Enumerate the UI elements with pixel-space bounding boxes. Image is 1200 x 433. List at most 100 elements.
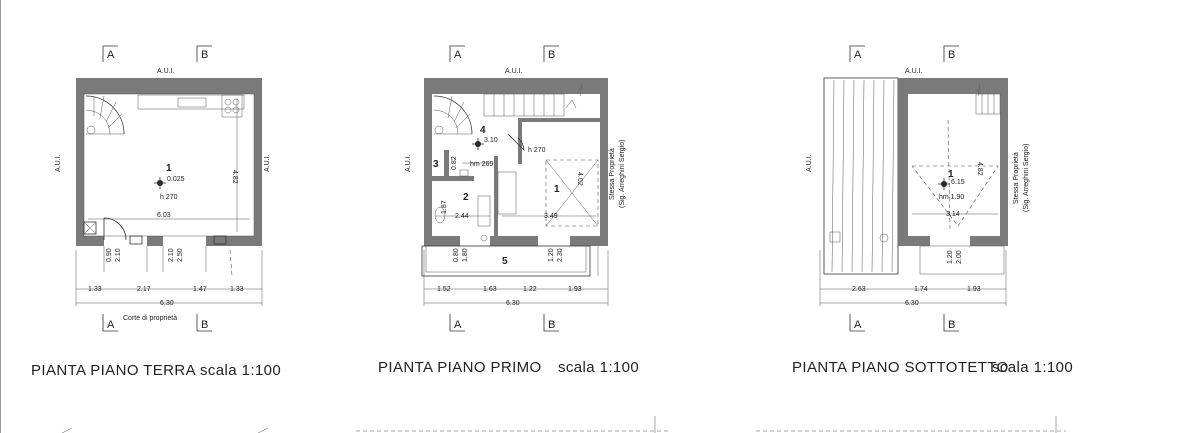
room-height: h 270 xyxy=(160,194,178,201)
walls xyxy=(424,78,608,246)
window-dim: 1.20 xyxy=(548,248,555,262)
section-marker-b-top: B xyxy=(543,45,559,62)
owner-label: (Sig. Arreghini Sergio) xyxy=(619,140,626,208)
room-outline xyxy=(83,93,255,237)
straight-stair xyxy=(483,83,583,117)
elevation-marker xyxy=(154,177,166,189)
aui-label-left: A.U.I. xyxy=(55,154,62,172)
roof-slope-outline xyxy=(911,165,999,227)
vent-icon xyxy=(213,235,227,245)
walls xyxy=(76,78,262,246)
window-dim: 0.90 xyxy=(106,248,113,262)
svg-text:B: B xyxy=(948,49,955,61)
room-number-1: 1 xyxy=(166,163,172,174)
svg-text:B: B xyxy=(201,49,208,61)
section-marker-a-bottom: A xyxy=(102,314,118,332)
dim-187: 1.87 xyxy=(441,200,448,214)
svg-text:A: A xyxy=(454,49,462,61)
plan-primo: A B A.U.I. A.U.I. xyxy=(378,45,639,376)
room-height-hm: hm 1.90 xyxy=(939,194,964,201)
elevation-value: 6.15 xyxy=(951,179,965,186)
roof-hatch xyxy=(823,77,899,275)
window-dim: 2.30 xyxy=(557,248,564,262)
svg-text:A: A xyxy=(854,319,862,331)
window-dim: 2.10 xyxy=(115,248,122,262)
aui-label-top: A.U.I. xyxy=(905,68,923,75)
plan-terra: A B A.U.I. A.U.I. A.U.I. xyxy=(31,45,281,379)
plan-sottotetto: A B A.U.I. A.U.I. xyxy=(792,45,1073,376)
next-drawing-fragment xyxy=(61,416,1066,433)
stessa-proprieta: Stessa Proprietà xyxy=(609,148,616,200)
dim-314: 3.14 xyxy=(946,211,960,218)
window-dim: 1.20 xyxy=(947,250,954,264)
depth-dim: 4.82 xyxy=(231,170,238,184)
balcony xyxy=(919,245,1005,275)
dim-244: 2.44 xyxy=(455,213,469,220)
elevation-marker xyxy=(938,178,950,190)
plan-scale: scala 1:100 xyxy=(200,362,281,379)
spiral-stair xyxy=(433,95,473,135)
svg-text:A: A xyxy=(107,319,115,331)
shower-icon xyxy=(477,195,491,227)
aui-label-top: A.U.I. xyxy=(505,68,523,75)
stair-landing xyxy=(975,83,1001,115)
plan-title: PIANTA PIANO TERRA xyxy=(31,362,196,379)
section-marker-a-top: A xyxy=(849,45,865,62)
chain-dim: 1.93 xyxy=(568,286,582,293)
section-marker-a-bottom: A xyxy=(449,314,465,332)
total-dim: 6.30 xyxy=(506,300,520,307)
aui-label-left: A.U.I. xyxy=(806,154,813,172)
room-number-5: 5 xyxy=(502,256,508,267)
total-dim: 6.30 xyxy=(160,300,174,307)
room-number-3: 3 xyxy=(433,159,439,170)
svg-text:B: B xyxy=(948,319,955,331)
aui-label-right: A.U.I. xyxy=(264,154,271,172)
elevation-marker xyxy=(472,138,484,150)
chain-dim: 1.63 xyxy=(483,286,497,293)
spiral-stair xyxy=(85,95,125,135)
svg-text:B: B xyxy=(201,319,208,331)
stessa-proprieta: Stessa Proprietà xyxy=(1013,152,1020,204)
vent-icon xyxy=(129,235,143,245)
chain-dim: 1.52 xyxy=(437,286,451,293)
window-dim: 1.80 xyxy=(462,248,469,262)
section-marker-b-bottom: B xyxy=(943,314,959,332)
chain-dim: 1.33 xyxy=(230,286,244,293)
elevation-value: 3.10 xyxy=(484,137,498,144)
room-height: h 270 xyxy=(528,147,546,154)
chain-dim: 1.22 xyxy=(523,286,537,293)
dim-082: 0.82 xyxy=(451,156,458,170)
dim-402: 4.02 xyxy=(576,172,583,186)
chain-dim: 1.74 xyxy=(914,286,928,293)
svg-text:A: A xyxy=(107,49,115,61)
plan-scale: scala 1:100 xyxy=(558,359,639,376)
dim-349: 3.49 xyxy=(544,213,558,220)
plan-title: PIANTA PIANO SOTTOTETTO xyxy=(792,359,1009,376)
total-dim: 6.30 xyxy=(905,300,919,307)
section-marker-b-top: B xyxy=(196,45,212,62)
chain-dim: 1.33 xyxy=(88,286,102,293)
svg-text:B: B xyxy=(548,49,555,61)
room-number-1: 1 xyxy=(948,169,954,180)
sink-icon xyxy=(83,221,97,235)
owner-label: (Sig. Arreghini Sergio) xyxy=(1023,144,1030,212)
room-number-2: 2 xyxy=(463,192,469,203)
section-marker-a-top: A xyxy=(102,45,118,62)
width-dim: 6.03 xyxy=(157,212,171,219)
entrance-door xyxy=(103,217,127,241)
dim-482: 4.82 xyxy=(976,162,983,176)
window-dim: 2.50 xyxy=(177,248,184,262)
window-dim: 2.00 xyxy=(956,250,963,264)
drain-icon xyxy=(480,234,488,242)
section-marker-a-top: A xyxy=(449,45,465,62)
kitchen-counter xyxy=(137,94,245,118)
section-marker-b-bottom: B xyxy=(196,314,212,332)
svg-text:A: A xyxy=(854,49,862,61)
plan-scale: scala 1:100 xyxy=(992,359,1073,376)
section-marker-a-bottom: A xyxy=(849,314,865,332)
room-height-hm: hm 269 xyxy=(470,161,493,168)
chain-dim: 2.63 xyxy=(852,286,866,293)
corte-label: Corte di proprietà xyxy=(123,315,177,322)
chain-dim: 1.47 xyxy=(193,286,207,293)
